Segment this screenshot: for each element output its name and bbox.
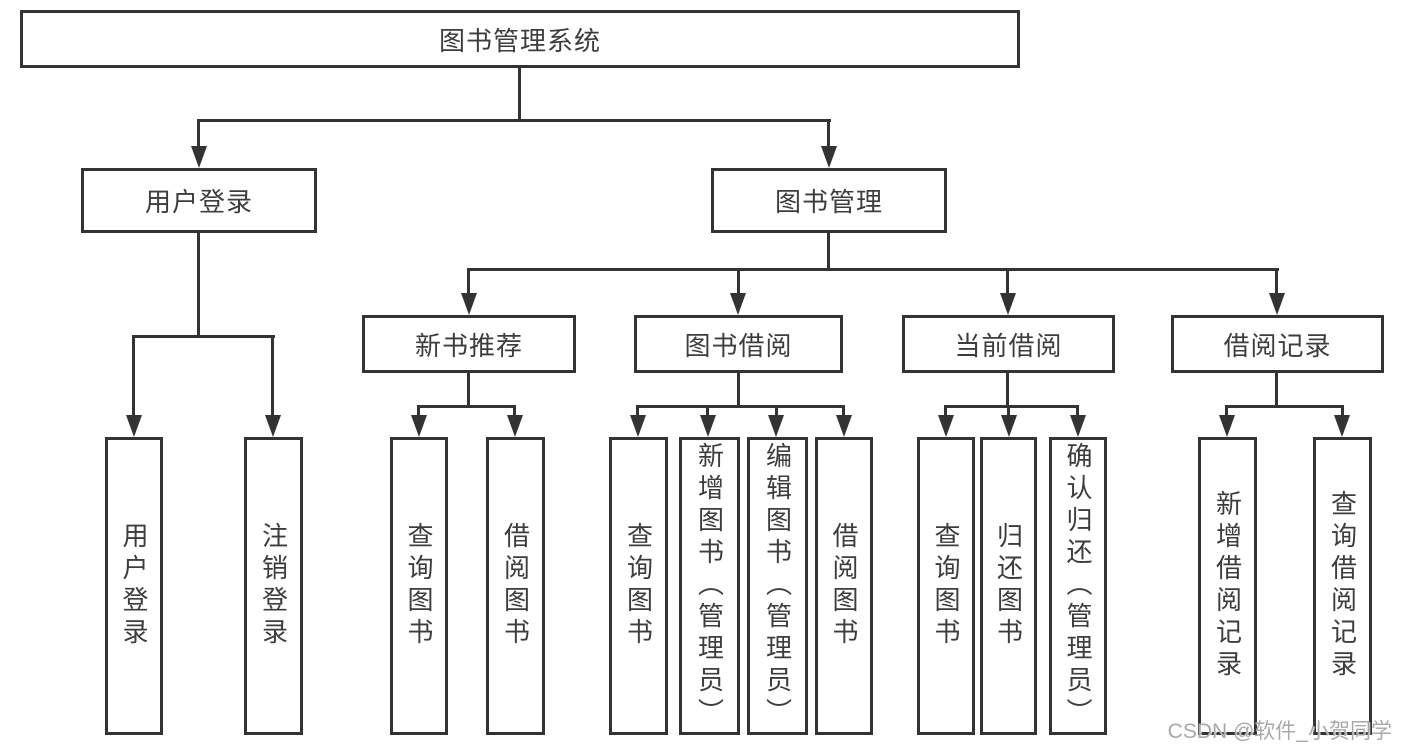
connector-book-borrow-bar (636, 405, 845, 408)
node-book-borrow-label: 图书借阅 (684, 330, 793, 361)
connector-borrow-record-bar (1225, 405, 1343, 408)
arrow-to-leaf-add-record-icon (1219, 415, 1235, 437)
leaf-add-book-admin: 新增图书（管理员） (679, 437, 740, 735)
connector-to-leaf-confirm-return (1076, 405, 1079, 417)
arrow-to-leaf-return-icon (1001, 415, 1017, 437)
connector-to-leaf-return (1007, 405, 1010, 417)
connector-to-leaf-edit-book (775, 405, 778, 417)
leaf-return-book: 归还图书 (980, 437, 1037, 735)
leaf-return-book-label: 归还图书 (993, 522, 1024, 650)
arrow-to-current-borrow-icon (1000, 293, 1016, 315)
leaf-query-book-1-label: 查询图书 (404, 522, 434, 650)
connector-to-book-borrow (737, 268, 740, 295)
arrow-to-leaf-edit-book-icon (768, 415, 784, 437)
leaf-confirm-return-admin-label: 确认归还（管理员） (1063, 442, 1093, 730)
connector-to-current-borrow (1006, 268, 1009, 295)
connector-current-borrow-stem (1006, 373, 1009, 407)
arrow-to-book-management-icon (821, 146, 837, 168)
node-new-book-recommend: 新书推荐 (362, 315, 576, 373)
connector-to-leaf-query-3 (944, 405, 947, 417)
connector-to-leaf-borrow-1 (513, 405, 516, 417)
leaf-confirm-return-admin: 确认归还（管理员） (1049, 437, 1107, 735)
connector-to-leaf-add-record (1225, 405, 1228, 417)
node-current-borrow: 当前借阅 (902, 315, 1115, 373)
arrow-to-leaf-logout-icon (265, 415, 281, 437)
leaf-query-borrow-record-label: 查询借阅记录 (1327, 490, 1358, 682)
node-book-management: 图书管理 (711, 168, 947, 233)
arrow-to-leaf-borrow-1-icon (507, 415, 523, 437)
connector-to-new-book (467, 268, 470, 295)
connector-to-leaf-borrow-2 (842, 405, 845, 417)
leaf-borrow-book-1-label: 借阅图书 (500, 522, 531, 650)
leaf-edit-book-admin-label: 编辑图书（管理员） (762, 442, 793, 730)
arrow-to-leaf-query-3-icon (938, 415, 954, 437)
connector-user-login-stem (197, 233, 200, 337)
node-borrow-record-label: 借阅记录 (1223, 330, 1332, 361)
connector-to-leaf-logout (271, 335, 274, 417)
connector-root-stem (518, 68, 521, 121)
node-current-borrow-label: 当前借阅 (954, 330, 1063, 361)
connector-borrow-record-stem (1275, 373, 1278, 407)
leaf-add-borrow-record-label: 新增借阅记录 (1212, 490, 1243, 682)
csdn-watermark: CSDN @软件_小贺同学 (1167, 720, 1392, 743)
leaf-borrow-book-1: 借阅图书 (486, 437, 545, 735)
connector-to-leaf-query-2 (636, 405, 639, 417)
connector-to-leaf-add-book (706, 405, 709, 417)
leaf-logout: 注销登录 (244, 437, 303, 735)
node-book-borrow: 图书借阅 (634, 315, 843, 373)
connector-to-book-management (827, 119, 830, 150)
arrow-to-user-login-icon (191, 146, 207, 168)
arrow-to-leaf-confirm-return-icon (1070, 415, 1086, 437)
leaf-borrow-book-2-label: 借阅图书 (829, 522, 859, 650)
leaf-add-book-admin-label: 新增图书（管理员） (694, 442, 725, 730)
arrow-to-new-book-icon (461, 293, 477, 315)
connector-user-login-bar (132, 335, 275, 338)
leaf-query-book-2-label: 查询图书 (623, 522, 654, 650)
connector-to-user-login (197, 119, 200, 150)
arrow-to-leaf-borrow-2-icon (836, 415, 852, 437)
node-book-management-label: 图书管理 (774, 187, 883, 217)
node-root: 图书管理系统 (20, 10, 1020, 68)
leaf-add-borrow-record: 新增借阅记录 (1198, 437, 1257, 735)
connector-level3-bar (467, 268, 1279, 271)
arrow-to-leaf-user-login-icon (126, 415, 142, 437)
leaf-user-login-label: 用户登录 (119, 522, 149, 650)
node-new-book-recommend-label: 新书推荐 (414, 330, 523, 361)
connector-level2-bar (197, 119, 831, 122)
leaf-query-book-2: 查询图书 (609, 437, 668, 735)
node-borrow-record: 借阅记录 (1171, 315, 1384, 373)
arrow-to-leaf-query-2-icon (630, 415, 646, 437)
leaf-query-book-3-label: 查询图书 (931, 522, 961, 650)
leaf-edit-book-admin: 编辑图书（管理员） (747, 437, 808, 735)
arrow-to-leaf-query-record-icon (1334, 415, 1350, 437)
leaf-user-login: 用户登录 (105, 437, 163, 735)
connector-book-borrow-stem (737, 373, 740, 407)
arrow-to-leaf-add-book-icon (700, 415, 716, 437)
arrow-to-book-borrow-icon (730, 293, 746, 315)
leaf-query-book-1: 查询图书 (390, 437, 448, 735)
leaf-query-book-3: 查询图书 (917, 437, 975, 735)
arrow-to-leaf-query-1-icon (411, 415, 427, 437)
connector-new-book-stem (467, 373, 470, 407)
node-user-login: 用户登录 (81, 168, 317, 233)
connector-book-management-stem (827, 233, 830, 270)
leaf-query-borrow-record: 查询借阅记录 (1313, 437, 1372, 735)
leaf-borrow-book-2: 借阅图书 (815, 437, 873, 735)
connector-new-book-bar (417, 405, 516, 408)
arrow-to-borrow-record-icon (1269, 293, 1285, 315)
connector-to-leaf-user-login (132, 335, 135, 417)
connector-to-leaf-query-1 (417, 405, 420, 417)
connector-to-leaf-query-record (1341, 405, 1344, 417)
node-root-label: 图书管理系统 (438, 25, 601, 56)
leaf-logout-label: 注销登录 (258, 522, 289, 650)
node-user-login-label: 用户登录 (144, 187, 253, 217)
connector-current-borrow-bar (944, 405, 1079, 408)
connector-to-borrow-record (1275, 268, 1278, 295)
